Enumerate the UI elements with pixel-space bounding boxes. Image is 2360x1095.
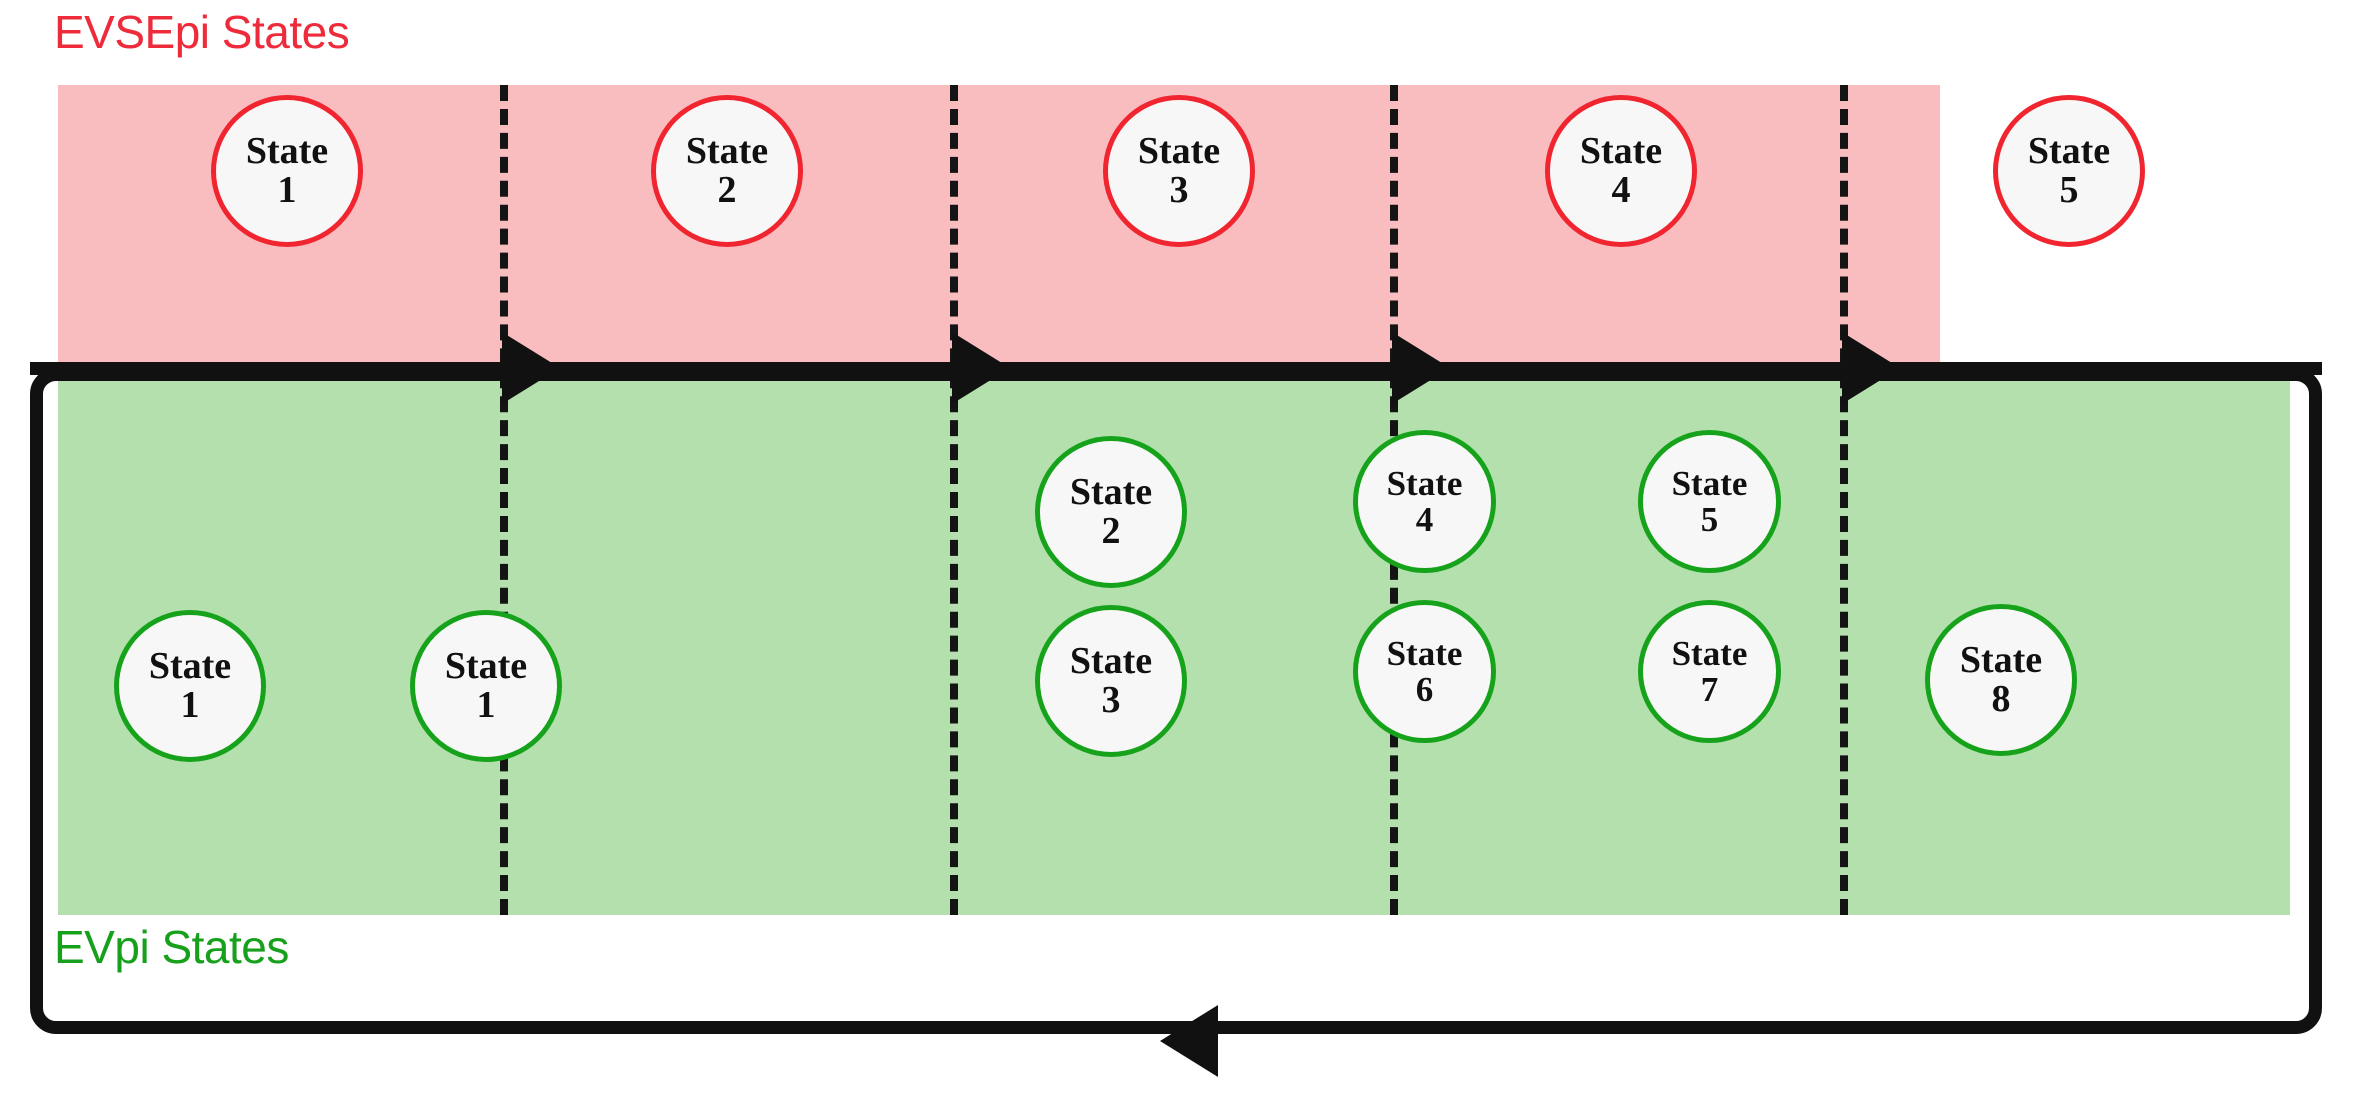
state-node-word: State	[1959, 639, 2043, 682]
forward-arrowhead-4	[1842, 332, 1900, 404]
stage-divider-4	[1840, 85, 1848, 915]
state-node-number: 4	[1415, 499, 1434, 539]
state-node-number: 1	[180, 684, 200, 726]
state-node-word: State	[1386, 633, 1463, 673]
state-node-word: State	[1069, 640, 1153, 683]
state-node-number: 3	[1169, 169, 1189, 211]
state-node-word: State	[1069, 471, 1153, 514]
state-node-number: 1	[476, 684, 496, 726]
state-node-word: State	[1671, 633, 1748, 673]
forward-arrowhead-1	[502, 332, 560, 404]
state-node-number: 4	[1611, 169, 1631, 211]
state-node-number: 8	[1991, 678, 2011, 720]
forward-arrowhead-2	[952, 332, 1010, 404]
evpi-states-label: EVpi States	[54, 921, 289, 973]
state-node-number: 1	[277, 169, 297, 211]
state-node-word: State	[1386, 463, 1463, 503]
evsepi-states-label: EVSEpi States	[54, 6, 350, 58]
state-node-word: State	[444, 645, 528, 688]
forward-transition-line	[30, 362, 2322, 375]
state-node-number: 6	[1415, 669, 1434, 709]
state-node-word: State	[148, 645, 232, 688]
stage-divider-1	[500, 85, 508, 915]
state-node-word: State	[1579, 130, 1663, 173]
state-node-word: State	[2027, 130, 2111, 173]
state-node-number: 5	[2059, 169, 2079, 211]
feedback-arrowhead-1	[1160, 1005, 1218, 1077]
stage-divider-2	[950, 85, 958, 915]
state-node-word: State	[685, 130, 769, 173]
forward-arrowhead-3	[1392, 332, 1450, 404]
state-node-number: 5	[1700, 499, 1719, 539]
state-node-word: State	[1137, 130, 1221, 173]
state-node-number: 3	[1101, 679, 1121, 721]
state-node-number: 2	[1101, 510, 1121, 552]
state-node-word: State	[1671, 463, 1748, 503]
state-node-number: 7	[1700, 669, 1719, 709]
state-node-number: 2	[717, 169, 737, 211]
state-node-word: State	[245, 130, 329, 173]
